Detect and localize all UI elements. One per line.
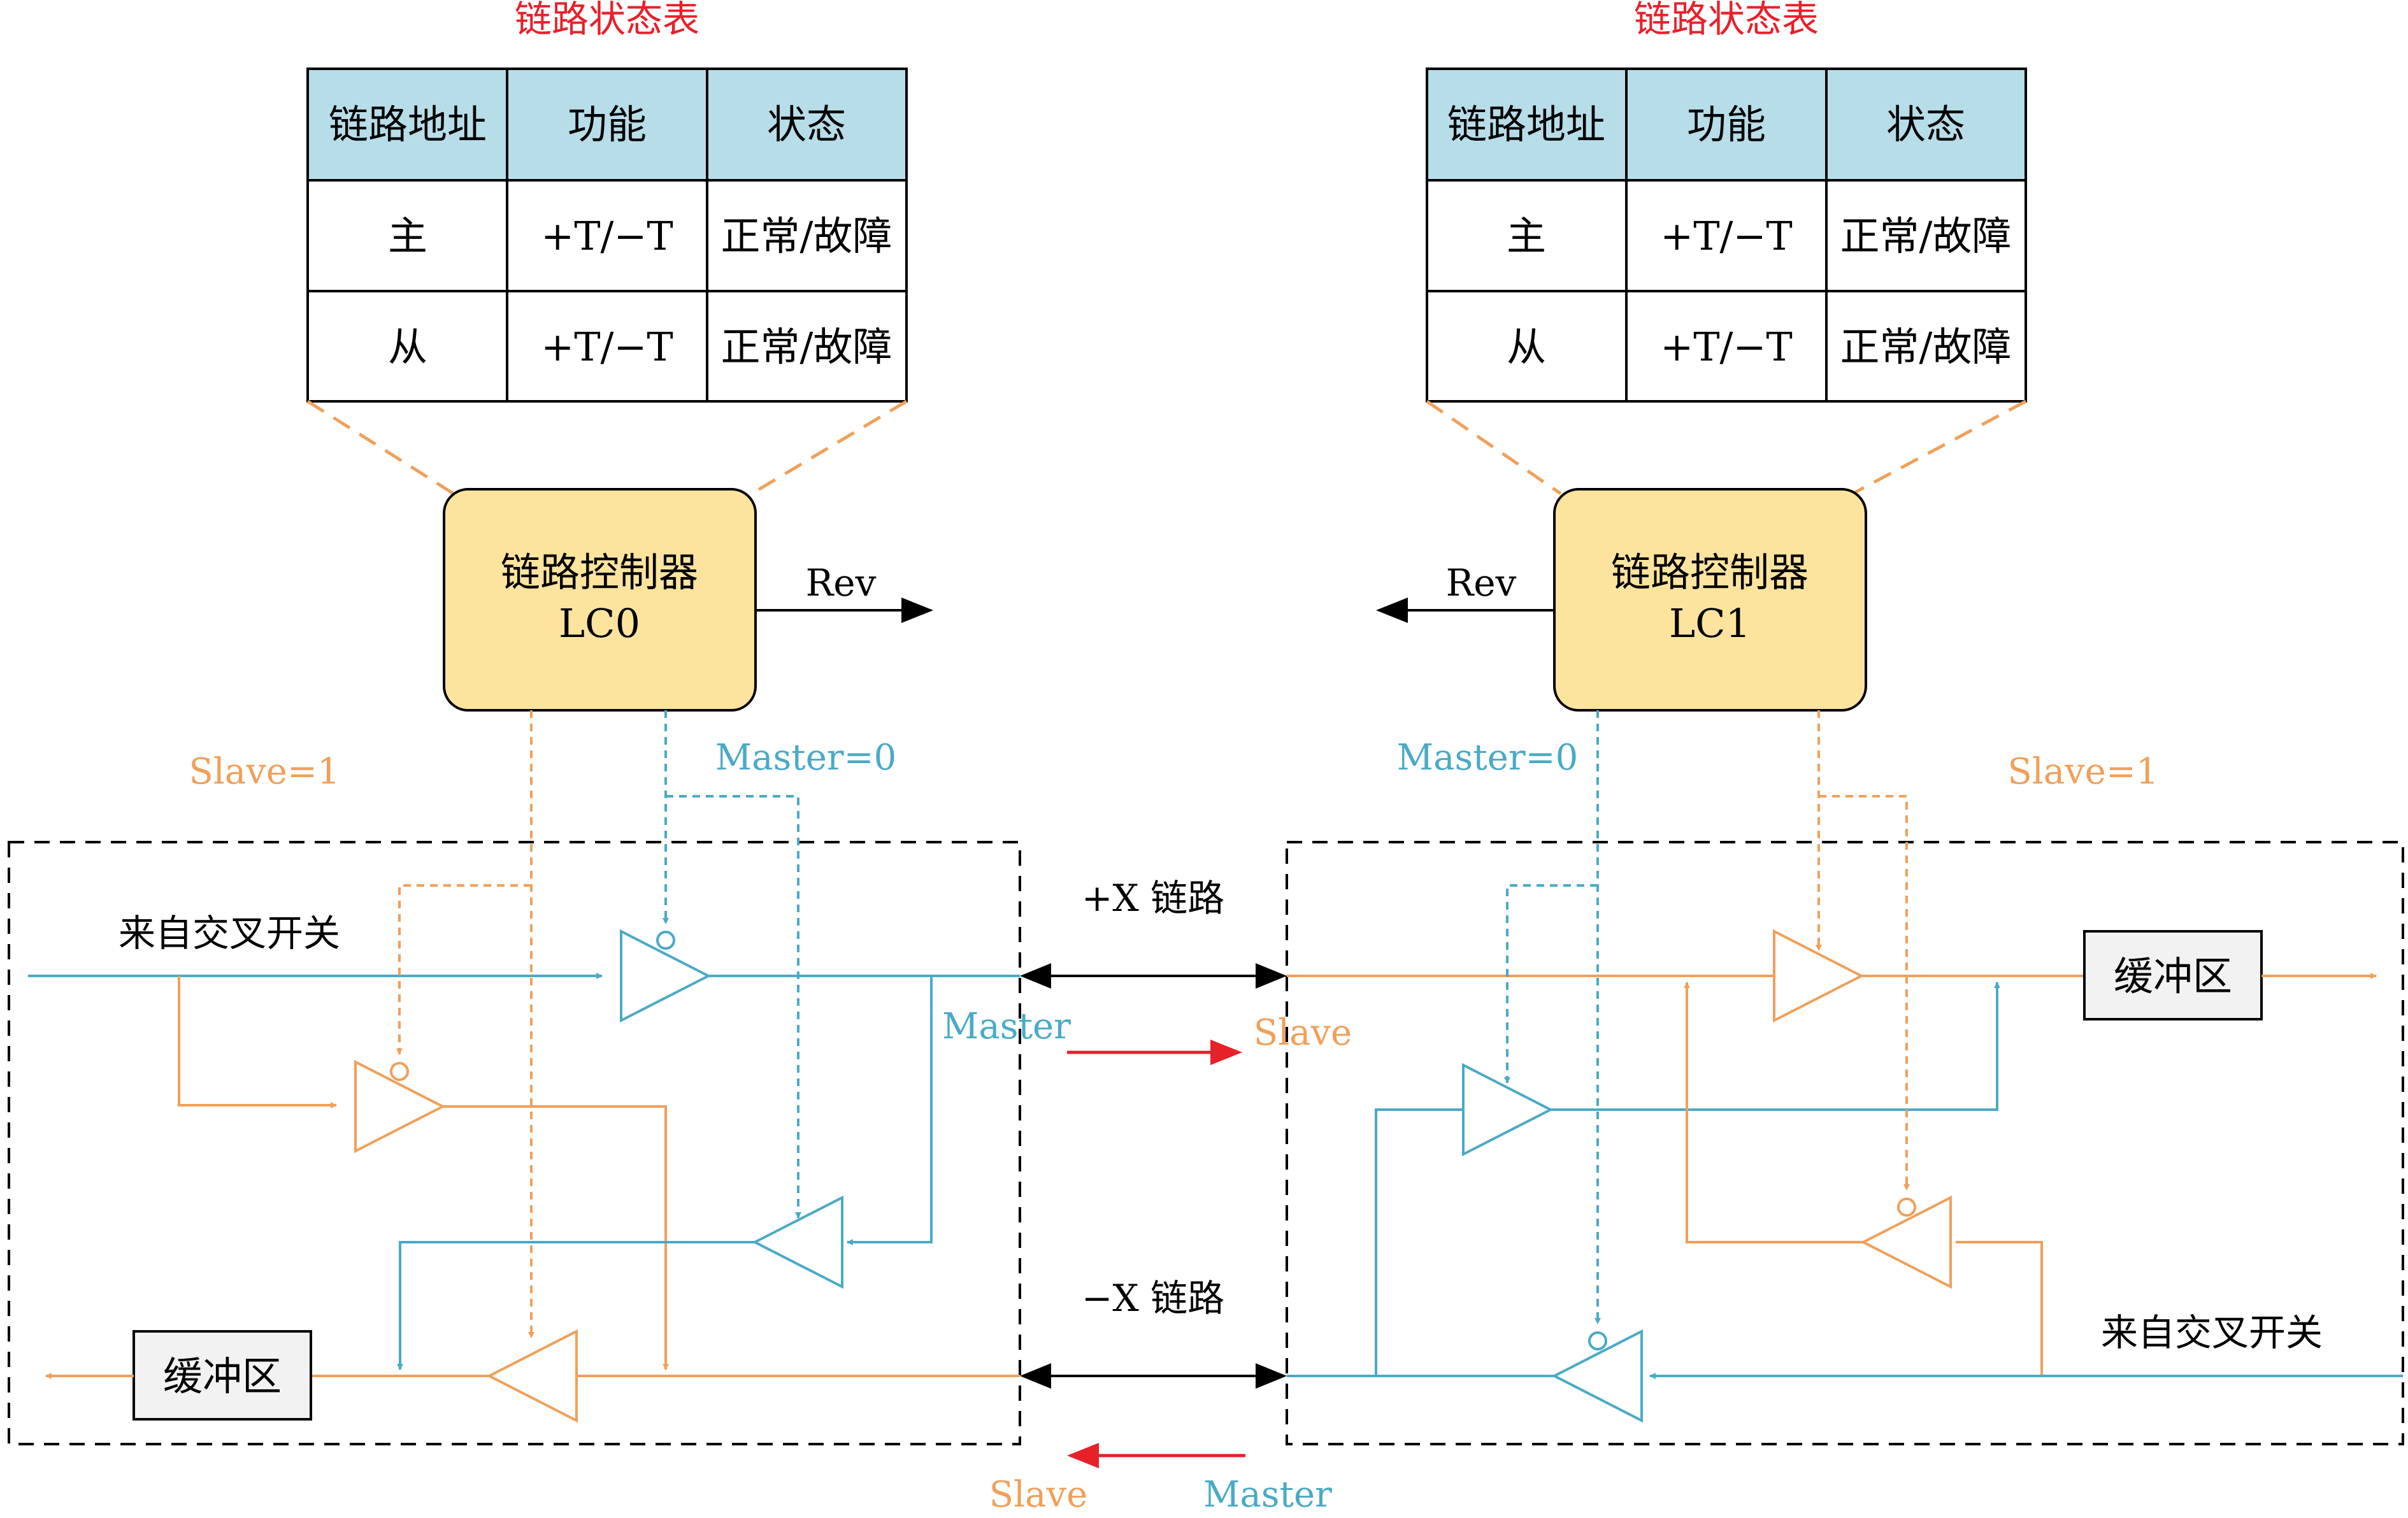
minus-x-left-arrow-icon <box>1020 1363 1051 1389</box>
right-slave-tx-input <box>1956 1241 2043 1376</box>
right-controller-id: LC1 <box>1669 600 1751 647</box>
right-row1-status: 正常/故障 <box>1840 213 2012 259</box>
left-zoom-connector-left <box>306 399 455 496</box>
right-rev-arrow-icon <box>1376 598 1408 623</box>
left-master-rx-buffer-icon <box>752 1195 843 1289</box>
right-row1-function: +T/−T <box>1660 213 1793 259</box>
left-master-rx-output <box>397 1241 755 1370</box>
bottom-slave-label: Slave <box>989 1474 1087 1515</box>
right-slave-label: Slave=1 <box>2008 751 2159 792</box>
top-master-label: Master <box>942 1006 1071 1047</box>
right-buffer-label: 缓冲区 <box>2114 953 2232 999</box>
right-row2-function: +T/−T <box>1660 324 1793 370</box>
right-controller-title: 链路控制器 <box>1611 549 1809 596</box>
left-input-label: 来自交叉开关 <box>118 912 340 955</box>
right-zoom-connector-right <box>1851 399 2027 496</box>
bottom-direction-arrow-icon <box>1067 1443 1099 1468</box>
left-buffer-label: 缓冲区 <box>163 1353 282 1400</box>
top-slave-label: Slave <box>1254 1012 1352 1054</box>
plus-x-right-arrow-icon <box>1256 963 1287 989</box>
left-slave-tx-buffer-icon <box>354 1059 446 1154</box>
left-master-label: Master=0 <box>715 737 896 778</box>
right-zoom-connector-left <box>1426 399 1562 496</box>
right-header-status: 状态 <box>1886 101 1965 148</box>
right-link-status-table: 链路状态表 链路地址 功能 状态 主 +T/−T 正常/故障 从 +T/−T 正… <box>1426 0 2027 403</box>
left-tx-buffer-icon <box>620 929 712 1023</box>
right-table-border <box>1426 68 2027 403</box>
right-slave-tx-output <box>1684 982 1863 1243</box>
right-row2-status: 正常/故障 <box>1840 324 2012 370</box>
plus-x-link-label: +X 链路 <box>1082 877 1224 920</box>
left-link-controller <box>443 488 757 712</box>
right-table-header-bg <box>1427 69 2026 180</box>
left-header-status: 状态 <box>767 101 846 148</box>
right-table-title: 链路状态表 <box>1634 0 1819 41</box>
left-slave-label: Slave=1 <box>189 751 340 792</box>
left-slave-tx-output <box>443 1105 669 1370</box>
minus-x-right-arrow-icon <box>1256 1363 1287 1389</box>
right-rx-buffer-icon <box>1773 929 1865 1023</box>
right-buffer-box <box>2083 930 2263 1020</box>
right-tx-buffer-icon <box>1551 1329 1643 1423</box>
right-row2-address: 从 <box>1507 324 1546 370</box>
right-slave-ctrl-branch <box>1819 795 1910 1191</box>
left-rev-arrow-icon <box>901 598 933 623</box>
right-slave-tx-buffer-icon <box>1860 1195 1952 1289</box>
right-header-address: 链路地址 <box>1447 101 1605 148</box>
right-node-region <box>1286 841 2404 1445</box>
left-controller-title: 链路控制器 <box>501 549 698 596</box>
left-node-region <box>8 841 1021 1445</box>
left-rev-label: Rev <box>806 561 877 605</box>
top-direction-arrow-icon <box>1210 1040 1242 1065</box>
left-controller-id: LC0 <box>559 600 640 647</box>
right-master-ctrl-branch <box>1504 884 1598 1084</box>
left-branch-line <box>178 976 337 1108</box>
left-row2-function: +T/−T <box>541 324 673 370</box>
right-rev-label: Rev <box>1446 561 1517 605</box>
left-row1-address: 主 <box>388 213 427 259</box>
right-master-label: Master=0 <box>1397 737 1578 778</box>
bottom-master-label: Master <box>1203 1474 1332 1515</box>
left-header-address: 链路地址 <box>329 101 487 148</box>
left-row2-status: 正常/故障 <box>721 324 892 370</box>
right-master-rx-output <box>1551 982 2000 1111</box>
left-buffer-box <box>133 1330 312 1421</box>
minus-x-link-label: −X 链路 <box>1082 1277 1224 1320</box>
left-row1-function: +T/−T <box>541 213 673 259</box>
right-row1-address: 主 <box>1507 213 1546 259</box>
left-header-function: 功能 <box>568 101 647 148</box>
left-link-status-table: 链路状态表 链路地址 功能 状态 主 +T/−T 正常/故障 从 +T/−T 正… <box>306 0 908 403</box>
plus-x-left-arrow-icon <box>1020 963 1051 989</box>
right-master-rx-buffer-icon <box>1462 1063 1554 1157</box>
right-input-label: 来自交叉开关 <box>2101 1311 2323 1354</box>
left-table-border <box>306 68 908 403</box>
left-master-ctrl-branch <box>666 795 801 1219</box>
left-row1-status: 正常/故障 <box>721 213 892 259</box>
left-rx-buffer-icon <box>486 1329 578 1423</box>
left-zoom-connector-right <box>750 399 908 496</box>
left-row2-address: 从 <box>388 324 427 370</box>
left-table-header-bg <box>308 69 907 180</box>
right-master-rx-input <box>1375 1108 1462 1376</box>
right-link-controller <box>1553 488 1867 712</box>
left-table-title: 链路状态表 <box>515 0 699 41</box>
left-master-rx-input <box>847 976 933 1245</box>
right-header-function: 功能 <box>1687 101 1766 148</box>
left-slave-ctrl-branch <box>396 884 531 1055</box>
